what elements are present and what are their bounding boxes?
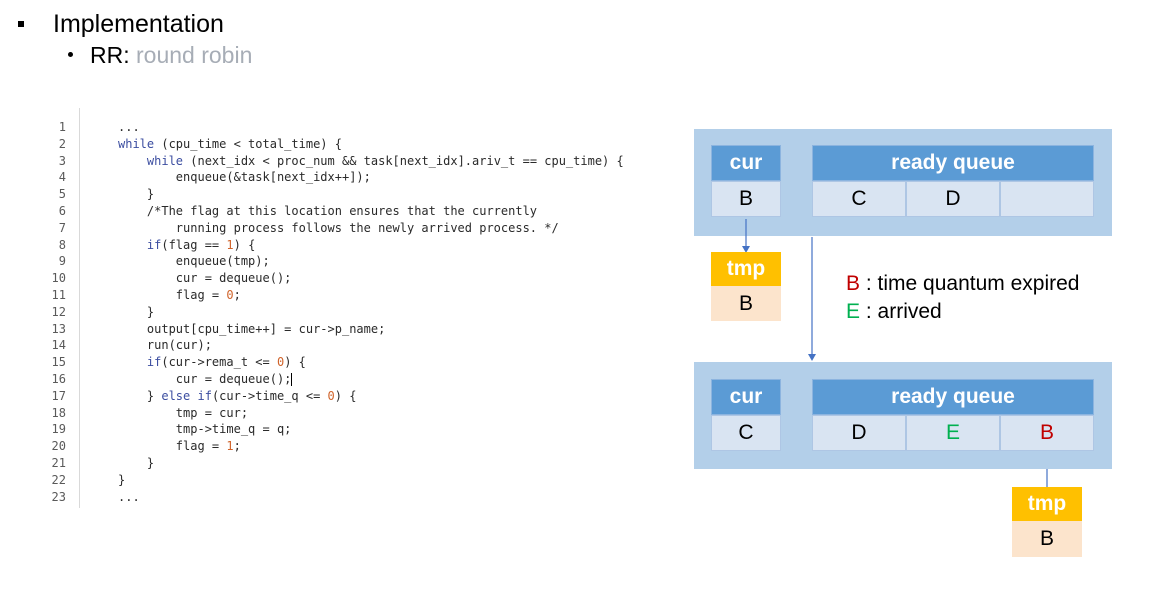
queue-slot: C [812, 181, 906, 217]
code-text: flag = 0; [118, 287, 241, 302]
tmp-header: tmp [711, 252, 781, 286]
line-number: 21 [51, 455, 66, 470]
line-number: 18 [51, 405, 66, 420]
code-text: if(flag == 1) { [146, 237, 256, 252]
code-text: run(cur); [118, 338, 212, 353]
queue-slot: D [812, 415, 906, 451]
ready-queue-header: ready queue [812, 379, 1094, 415]
code-comment: /*The flag at this location ensures that… [118, 203, 538, 218]
line-number: 3 [58, 153, 66, 168]
code-text: ... [118, 489, 140, 504]
code-text: output[cpu_time++] = cur->p_name; [118, 321, 386, 336]
tmp-header: tmp [1012, 487, 1082, 521]
bullet-rr-desc: round robin [136, 42, 253, 68]
code-text: tmp = cur; [118, 405, 249, 420]
ready-queue-header: ready queue [812, 145, 1094, 181]
code-comment: running process follows the newly arrive… [118, 220, 559, 235]
text-cursor [291, 372, 293, 386]
cur-header: cur [711, 379, 781, 415]
code-text: enqueue(&task[next_idx++]); [118, 170, 371, 185]
queue-slot-arrived: E [906, 415, 1000, 451]
code-gutter-divider [79, 108, 80, 508]
bullet-rr: RR: round robin [68, 40, 252, 70]
cur-header: cur [711, 145, 781, 181]
line-number: 20 [51, 439, 66, 454]
code-text: tmp->time_q = q; [118, 422, 292, 437]
cur-value: C [711, 415, 781, 451]
line-number: 6 [58, 203, 66, 218]
tmp-value: B [711, 286, 781, 321]
round-bullet-icon [68, 52, 73, 58]
bullet-implementation-text: Implementation [53, 10, 224, 38]
queue-slot-expired: B [1000, 415, 1094, 451]
line-number: 4 [58, 170, 66, 185]
code-text: while (next_idx < proc_num && task[next_… [146, 153, 624, 168]
code-text: cur = dequeue(); [118, 271, 292, 286]
tmp-value: B [1012, 521, 1082, 557]
line-number: 1 [58, 120, 66, 134]
line-number: 5 [58, 187, 66, 202]
legend-letter-expired: B [846, 272, 861, 295]
code-text: if(cur->rema_t <= 0) { [146, 355, 306, 370]
line-number: 10 [51, 271, 66, 286]
legend-letter-arrived: E [846, 300, 861, 323]
arrow-state-transition [808, 237, 816, 361]
line-number: 11 [51, 287, 66, 302]
legend-text-expired: : time quantum expired [865, 272, 1080, 295]
code-text: ... [118, 120, 140, 134]
line-number: 22 [51, 472, 66, 487]
square-bullet-icon [18, 21, 24, 27]
queue-slot: D [906, 181, 1000, 217]
line-number: 14 [51, 338, 66, 353]
line-number: 15 [51, 355, 66, 370]
line-number: 23 [51, 489, 66, 504]
code-text: cur = dequeue(); [118, 371, 293, 386]
line-number: 16 [51, 371, 66, 386]
legend-arrived: E : arrived [846, 298, 942, 326]
code-text: } [118, 455, 155, 470]
queue-slot [1000, 181, 1094, 217]
code-text: } [118, 304, 155, 319]
legend-text-arrived: : arrived [865, 300, 942, 323]
line-number: 12 [51, 304, 66, 319]
code-text: } [118, 187, 155, 202]
code-text: } [118, 472, 126, 487]
code-text: while (cpu_time < total_time) { [118, 136, 342, 151]
cur-value: B [711, 181, 781, 217]
line-number: 17 [51, 388, 66, 403]
line-number: 8 [58, 237, 66, 252]
code-text: flag = 1; [118, 439, 241, 454]
line-number: 7 [58, 220, 66, 235]
code-text: enqueue(tmp); [118, 254, 270, 269]
bullet-rr-label: RR: [90, 42, 130, 68]
line-number: 9 [58, 254, 66, 269]
line-number: 2 [58, 136, 66, 151]
line-number: 13 [51, 321, 66, 336]
code-text: } else if(cur->time_q <= 0) { [118, 388, 357, 403]
line-number: 19 [51, 422, 66, 437]
legend-expired: B : time quantum expired [846, 270, 1079, 298]
